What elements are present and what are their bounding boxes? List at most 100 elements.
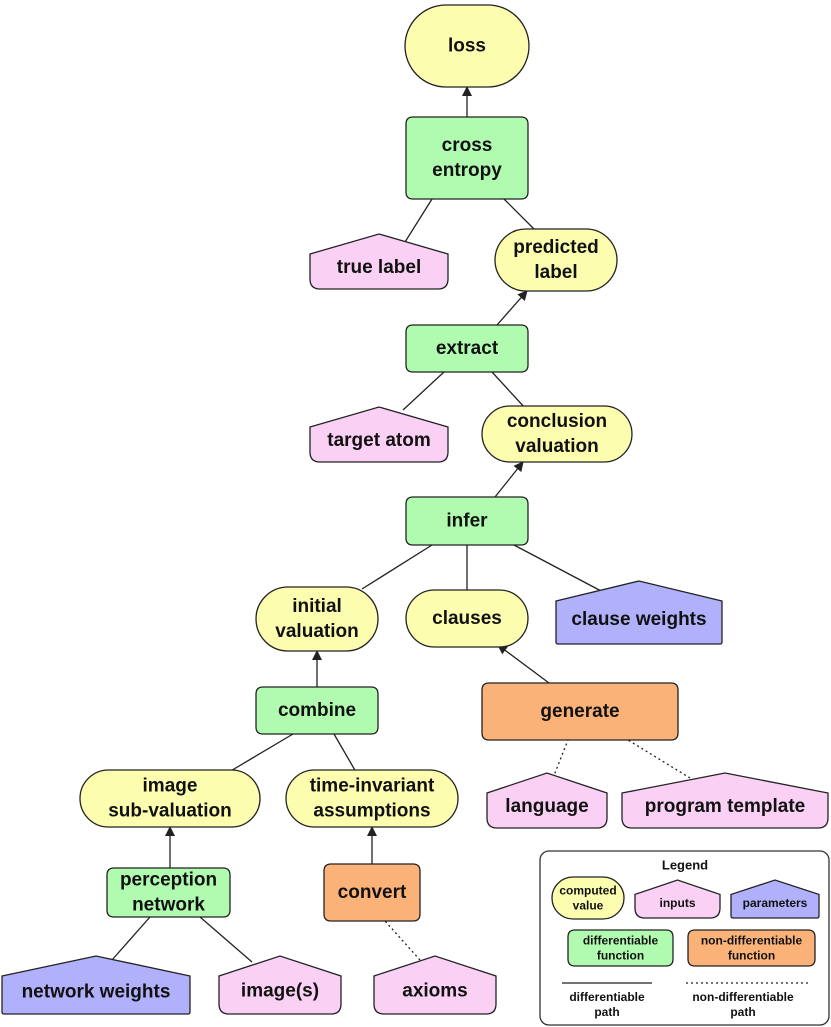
node-program-template-shape [621,772,829,829]
node-infer-label-line-1: infer [446,511,488,532]
node-convert-shape [323,863,421,922]
legend-differentiable-function-shape [567,929,674,967]
node-network-weights-label-line-1: network weights [22,982,171,1003]
node-predicted-label-shape [494,228,618,292]
node-images-shape [218,955,342,1015]
node-image-sub-valuation: image sub-valuation [79,769,261,828]
node-combine: combine [255,686,379,735]
legend-inputs-shape [634,879,721,919]
node-extract-shape [405,324,529,373]
node-language-label-line-1: language [505,796,588,817]
edge-predicted-label-to-cross-entropy [503,198,536,231]
node-convert: convert [323,863,421,922]
node-axioms-shape [373,955,497,1015]
node-perception-network-label-line-2: network [132,895,205,916]
node-loss: loss [404,4,530,88]
node-language: language [486,772,608,829]
node-clauses-label-line-1: clauses [432,608,502,629]
node-combine-shape [255,686,379,735]
node-network-weights-shape [1,955,191,1015]
node-axioms: axioms [373,955,497,1015]
edge-time-invariant-assumptions-to-combine [333,733,357,773]
node-clause-weights: clause weights [555,580,723,645]
node-clauses-shape [405,589,529,648]
legend-title: Legend [662,858,708,873]
edge-target-atom-to-extract [402,371,445,411]
node-time-invariant-assumptions-label-line-1: time-invariant [310,776,435,797]
node-perception-network-shape [106,867,231,918]
edge-conclusion-valuation-to-extract [491,371,527,410]
edge-extract-to-predicted-label [496,290,528,326]
node-combine-label-line-1: combine [278,700,356,721]
node-axioms-label-line-1: axioms [402,981,467,1002]
node-language-shape [486,772,608,829]
legend-nondifferentiable-path-label-line-1: non-differentiable [692,990,794,1004]
node-predicted-label-label-line-2: label [534,262,577,283]
node-predicted-label-label-line-1: predicted [513,237,599,258]
node-target-atom-label-line-1: target atom [327,430,430,451]
legend-nondifferentiable-function-label-line-2: function [728,949,775,963]
legend-differentiable-function-label-line-1: differentiable [583,934,659,948]
legend-nondifferentiable-function-shape [687,929,816,967]
node-cross-entropy-label-line-2: entropy [432,160,502,181]
node-image-sub-valuation-label-line-2: sub-valuation [108,801,232,822]
edge-infer-to-conclusion-valuation [494,461,524,498]
node-network-weights: network weights [1,955,191,1015]
edge-image-sub-valuation-to-combine [228,733,294,773]
node-perception-network-label-line-1: perception [120,870,217,891]
node-initial-valuation-label-line-1: initial [292,596,342,617]
node-generate: generate [481,682,679,741]
edge-images-to-perception-network [199,916,253,963]
edge-generate-to-clauses [497,644,550,684]
edge-axioms-to-convert [384,920,421,961]
node-infer: infer [405,496,529,546]
node-target-atom-shape [309,406,449,463]
node-image-sub-valuation-label-line-1: image [143,776,198,797]
node-clauses: clauses [405,589,529,648]
node-initial-valuation-shape [255,586,379,652]
legend-computed-value-label-line-1: computed [559,884,616,898]
node-clause-weights-shape [555,580,723,645]
node-conclusion-valuation-label-line-1: conclusion [507,411,607,432]
node-initial-valuation-label-line-2: valuation [275,621,358,642]
node-program-template: program template [621,772,829,829]
legend-nondifferentiable-path-label-line-2: path [730,1005,755,1019]
legend-differentiable-path-label-line-2: path [594,1005,619,1019]
legend-inputs-label-line-1: inputs [660,896,696,910]
node-true-label: true label [309,233,449,290]
edge-program-template-to-generate [627,739,691,779]
edges-layer [111,86,691,963]
node-program-template-label-line-1: program template [645,796,805,817]
node-predicted-label: predicted label [494,228,618,292]
node-extract-label-line-1: extract [436,338,499,359]
node-conclusion-valuation-shape [481,405,633,463]
node-perception-network: perception network [106,867,231,918]
node-loss-label-line-1: loss [448,36,486,57]
node-convert-label-line-1: convert [338,882,407,903]
node-time-invariant-assumptions-shape [285,769,459,828]
node-clause-weights-label-line-1: clause weights [571,609,706,630]
legend-differentiable-path-label-line-1: differentiable [569,990,645,1004]
node-extract: extract [405,324,529,373]
legend-parameters-shape [730,879,820,919]
node-target-atom: target atom [309,406,449,463]
legend-inputs: inputs [634,879,721,919]
node-loss-shape [404,4,530,88]
node-image-sub-valuation-shape [79,769,261,828]
edge-clause-weights-to-infer [513,544,604,593]
legend-nondifferentiable-function-label-line-1: non-differentiable [701,934,803,948]
node-infer-shape [405,496,529,546]
node-images-label-line-1: image(s) [241,981,319,1002]
legend-parameters-label-line-1: parameters [743,896,808,910]
legend-parameters: parameters [730,879,820,919]
node-true-label-label-line-1: true label [337,257,421,278]
node-images: image(s) [218,955,342,1015]
